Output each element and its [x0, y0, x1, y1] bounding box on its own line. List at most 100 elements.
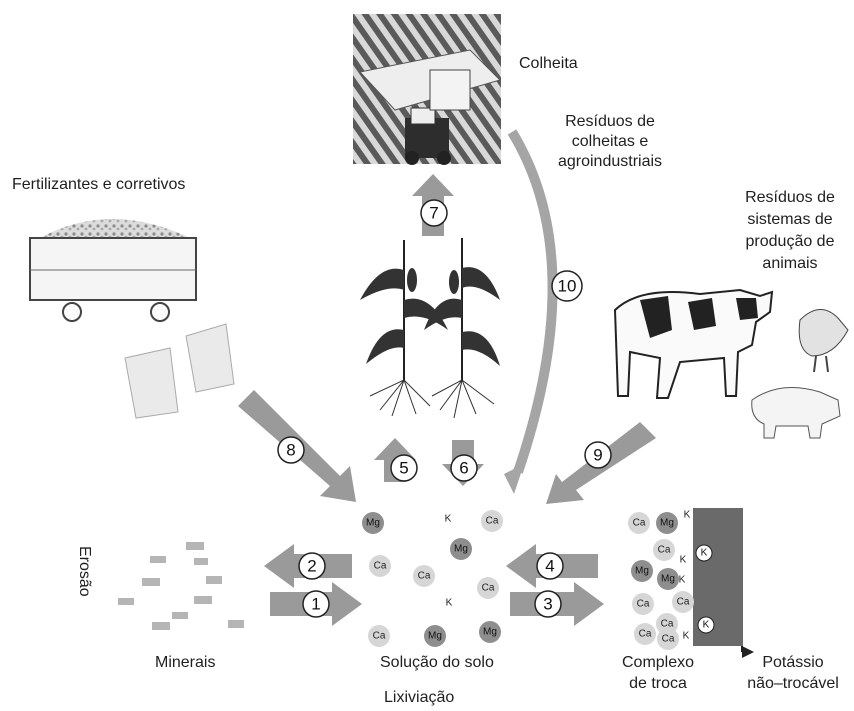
nonexchangeable-k-line-1: Potássio [762, 654, 823, 671]
svg-text:4: 4 [545, 557, 554, 576]
svg-text:K: K [680, 555, 687, 566]
svg-text:Mg: Mg [428, 631, 442, 642]
svg-text:Mg: Mg [366, 518, 380, 529]
svg-text:K: K [679, 575, 686, 586]
harvest-illustration [353, 14, 501, 165]
crop-residues-line-2: colheitas e [572, 133, 649, 150]
svg-text:K: K [446, 598, 453, 609]
badge-3: 3 [535, 591, 561, 617]
complex-k-ion: K [683, 631, 690, 642]
svg-text:Mg: Mg [483, 627, 497, 638]
svg-text:Ca: Ca [486, 516, 499, 527]
fertilizer-wagon-illustration [30, 219, 234, 418]
svg-text:Mg: Mg [635, 566, 649, 577]
complex-ca-ion: Ca [634, 623, 656, 645]
badge-7: 7 [421, 200, 447, 226]
leaching-label: Lixiviação [384, 689, 454, 706]
soil-solution-label: Solução do solo [380, 654, 494, 671]
solution-ca-ion: Ca [413, 565, 435, 587]
complex-k-ion: K [698, 617, 714, 633]
solution-k-ion: K [446, 598, 453, 609]
nonexchangeable-k-line-2: não–trocável [747, 675, 839, 692]
exchange-complex-line-1: Complexo [622, 654, 694, 671]
complex-ca-ion: Ca [632, 593, 654, 615]
svg-text:Mg: Mg [660, 518, 674, 529]
complex-k-ion: K [680, 555, 687, 566]
complex-ca-ion: Ca [653, 539, 675, 561]
minerals-illustration [118, 542, 244, 630]
svg-text:Ca: Ca [677, 597, 690, 608]
flow-arrows [238, 132, 656, 626]
solution-ca-ion: Ca [477, 577, 499, 599]
svg-text:9: 9 [593, 446, 602, 465]
complex-k-ion: K [696, 545, 712, 561]
badge-4: 4 [537, 553, 563, 579]
crop-residues-line-3: agroindustriais [558, 153, 662, 170]
svg-text:Mg: Mg [661, 574, 675, 585]
solution-mg-ion: Mg [362, 512, 384, 534]
svg-text:Ca: Ca [482, 583, 495, 594]
animal-residues-line-4: animais [762, 255, 817, 272]
nonexchangeable-k-label: Potássio não–trocável [747, 654, 839, 692]
svg-text:7: 7 [429, 204, 438, 223]
solution-mg-ion: Mg [424, 625, 446, 647]
svg-text:Ca: Ca [374, 561, 387, 572]
svg-text:3: 3 [543, 595, 552, 614]
svg-text:Ca: Ca [418, 571, 431, 582]
solution-ca-ion: Ca [368, 625, 390, 647]
svg-text:Ca: Ca [637, 599, 650, 610]
svg-text:K: K [703, 620, 710, 631]
badge-6: 6 [451, 455, 477, 481]
svg-text:8: 8 [286, 441, 295, 460]
svg-text:K: K [684, 510, 691, 521]
badge-1: 1 [303, 591, 329, 617]
svg-text:K: K [701, 548, 708, 559]
complex-ca-ion: Ca [672, 591, 694, 613]
animal-residues-line-1: Resíduos de [745, 189, 835, 206]
complex-k-ion: K [684, 510, 691, 521]
crop-residues-label: Resíduos de colheitas e agroindustriais [558, 113, 662, 170]
corn-plants-illustration [360, 238, 500, 418]
fertilizers-label: Fertilizantes e corretivos [12, 176, 185, 193]
exchange-complex-line-2: de troca [629, 675, 687, 692]
complex-ca-ion: Ca [657, 628, 679, 650]
svg-text:Ca: Ca [658, 545, 671, 556]
exchange-complex-label: Complexo de troca [622, 654, 694, 692]
badge-2: 2 [299, 553, 325, 579]
badge-8: 8 [278, 437, 304, 463]
badge-9: 9 [585, 442, 611, 468]
crop-residues-line-1: Resíduos de [565, 113, 655, 130]
solution-mg-ion: Mg [450, 538, 472, 560]
solution-ca-ion: Ca [369, 555, 391, 577]
erosion-label: Erosão [76, 546, 93, 597]
svg-text:1: 1 [311, 595, 320, 614]
harvest-label: Colheita [519, 55, 578, 72]
svg-text:K: K [683, 631, 690, 642]
svg-text:5: 5 [399, 459, 408, 478]
solution-ca-ion: Ca [481, 510, 503, 532]
svg-text:10: 10 [558, 277, 577, 296]
svg-text:Ca: Ca [662, 634, 675, 645]
svg-text:Ca: Ca [373, 631, 386, 642]
svg-text:Ca: Ca [661, 619, 674, 630]
animal-residues-label: Resíduos de sistemas de produção de anim… [745, 189, 835, 272]
complex-mg-ion: Mg [631, 560, 653, 582]
svg-text:K: K [445, 514, 452, 525]
animal-residues-line-2: sistemas de [747, 211, 832, 228]
solution-k-ion: K [445, 514, 452, 525]
svg-text:Mg: Mg [454, 544, 468, 555]
svg-text:2: 2 [307, 557, 316, 576]
complex-ca-ion: Ca [628, 512, 650, 534]
svg-text:6: 6 [459, 459, 468, 478]
complex-mg-ion: Mg [657, 568, 679, 590]
animals-illustration [615, 290, 848, 438]
complex-k-ion: K [679, 575, 686, 586]
minerals-label: Minerais [155, 654, 215, 671]
badge-10: 10 [552, 271, 582, 301]
svg-text:Ca: Ca [639, 629, 652, 640]
badge-5: 5 [391, 455, 417, 481]
svg-text:Ca: Ca [633, 518, 646, 529]
animal-residues-line-3: produção de [746, 233, 835, 250]
